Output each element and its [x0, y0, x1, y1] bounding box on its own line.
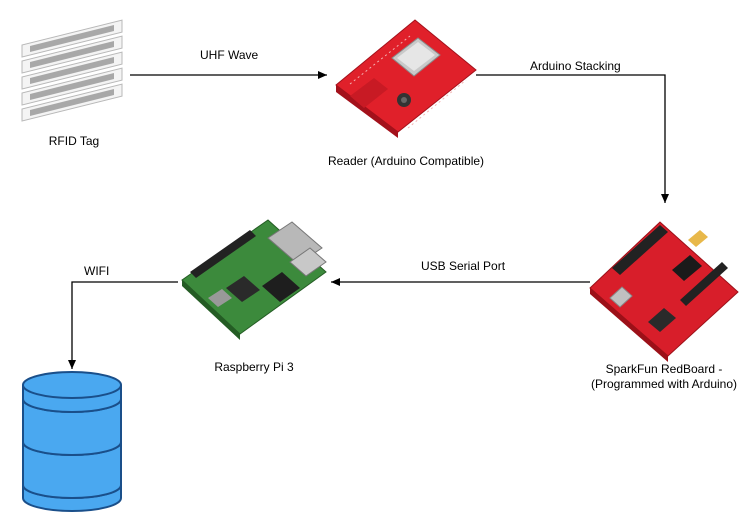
node-label-redboard-line1: SparkFun RedBoard -: [605, 362, 723, 376]
edge-pi-to-database: [68, 281, 178, 369]
raspberry-pi-board-icon: [181, 219, 327, 340]
edge-label-wifi: WIFI: [84, 264, 110, 278]
node-label-raspberry-pi: Raspberry Pi 3: [214, 360, 294, 374]
rfid-reader-board-icon: [335, 19, 477, 138]
edge-label-uhf-wave: UHF Wave: [200, 48, 259, 62]
edge-reader-to-redboard: [476, 74, 669, 203]
node-label-redboard-line2: (Programmed with Arduino): [590, 377, 738, 391]
edge-label-arduino-stacking: Arduino Stacking: [530, 59, 621, 73]
edge-label-usb-serial-port: USB Serial Port: [421, 259, 506, 273]
redboard-icon: [589, 221, 739, 362]
node-label-rfid-tag: RFID Tag: [48, 134, 100, 148]
node-label-reader: Reader (Arduino Compatible): [327, 154, 485, 168]
rfid-tag-strips-icon: [21, 19, 123, 122]
database-cylinder-icon: [22, 371, 122, 512]
